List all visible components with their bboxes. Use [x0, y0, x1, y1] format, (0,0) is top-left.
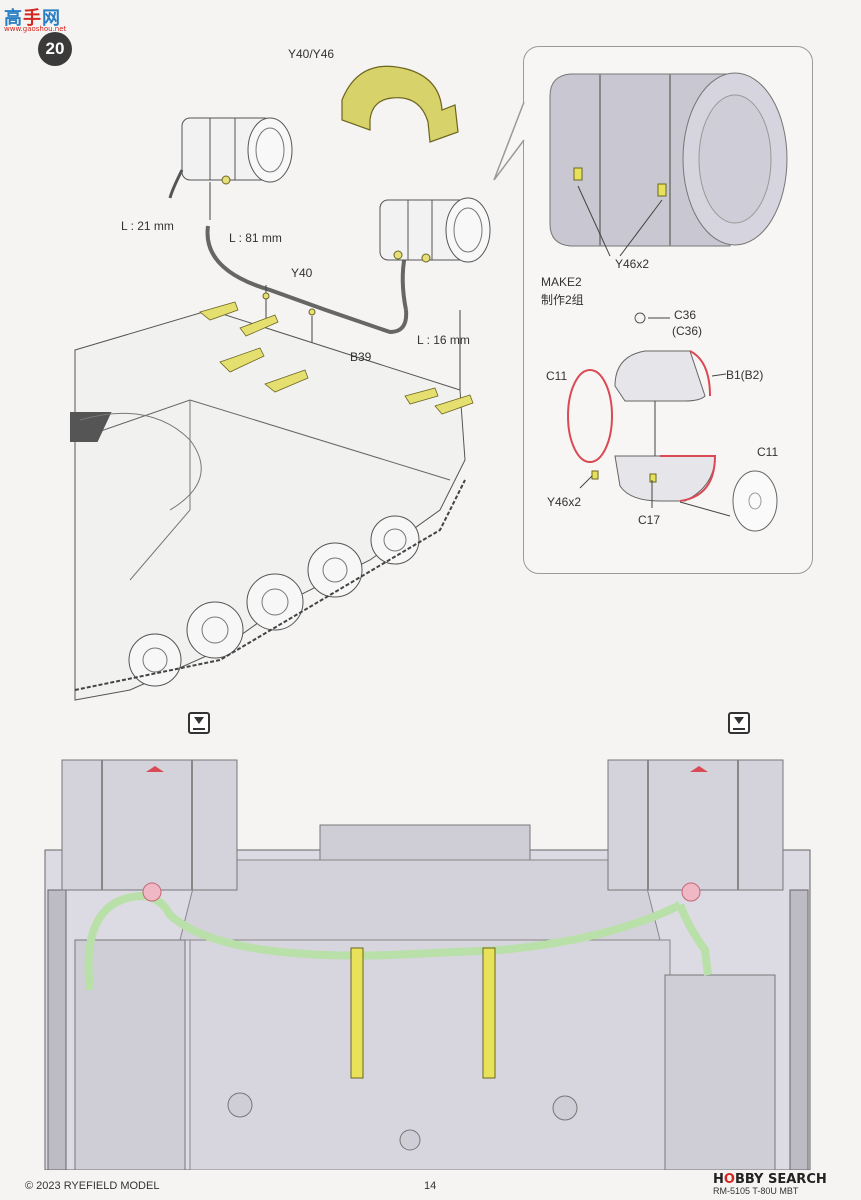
tank-hull [70, 309, 466, 701]
step-number-badge: 20 [38, 32, 72, 66]
watermark-url: www.gaoshou.net [4, 25, 67, 33]
footer-model: RM-5105 T-80U MBT [713, 1186, 799, 1196]
warning-marker-right [728, 712, 750, 734]
label-l21: L : 21 mm [121, 219, 174, 233]
label-y40-y46: Y40/Y46 [288, 47, 335, 61]
fuel-drum-lower [379, 197, 491, 263]
label-y40: Y40 [291, 266, 313, 280]
label-y46x2-top: Y46x2 [615, 257, 650, 271]
label-c36-paren: (C36) [672, 324, 703, 338]
label-c11-right: C11 [757, 445, 779, 459]
label-b1-b2: B1(B2) [726, 368, 764, 382]
tank-rear-view [44, 759, 811, 1170]
warning-marker-left [188, 712, 210, 734]
label-make2: MAKE2 [541, 275, 582, 289]
drum-detail [549, 72, 788, 247]
label-make2-cn: 制作2组 [541, 293, 584, 307]
callout-drawings [549, 72, 788, 532]
tank-rear-illustration [70, 65, 491, 701]
label-c11-left: C11 [546, 369, 568, 383]
label-l81: L : 81 mm [229, 231, 282, 245]
label-y46x2-bottom: Y46x2 [547, 495, 582, 509]
rear-drum-left [61, 759, 238, 891]
y40-bracket-part [341, 65, 459, 143]
rear-drum-right [607, 759, 784, 891]
footer-copyright: © 2023 RYEFIELD MODEL [25, 1180, 160, 1192]
fuel-drum-upper [181, 117, 293, 185]
footer-page-number: 14 [424, 1180, 437, 1192]
label-c36: C36 [674, 308, 697, 322]
yellow-brackets [199, 301, 474, 415]
exploded-parts [567, 312, 778, 532]
label-c17: C17 [638, 513, 661, 527]
hobby-search-logo: HOBBY SEARCH [713, 1172, 827, 1187]
label-l16: L : 16 mm [417, 333, 470, 347]
label-b39: B39 [350, 350, 372, 364]
watermark-logo: 高手网 [4, 8, 61, 29]
callout-pointer [493, 101, 525, 181]
